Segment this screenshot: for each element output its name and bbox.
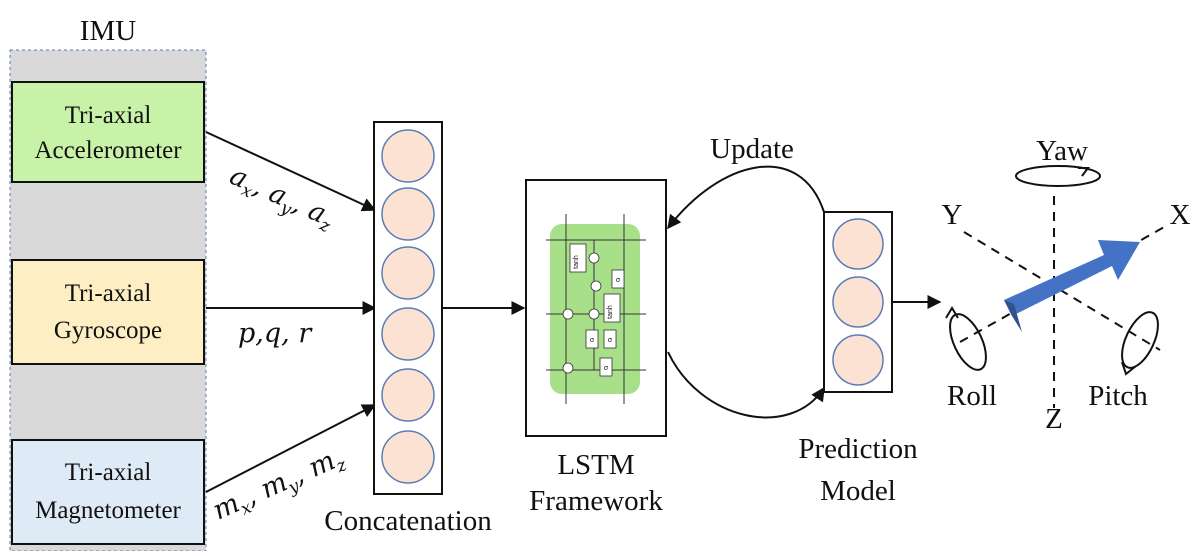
gyroscope-signal-label: p,q, r (238, 318, 313, 349)
pitch-rotation-icon (1121, 311, 1159, 369)
lstm-gate-tanh-2: tanh (607, 305, 614, 319)
concat-node (381, 187, 435, 241)
roll-arrowhead (945, 306, 959, 319)
yaw-arrowhead (1078, 167, 1090, 177)
prediction-node (832, 334, 884, 386)
prediction-node (832, 218, 884, 270)
heading-arrow (1004, 240, 1140, 316)
heading-arrow-shadow (1004, 300, 1022, 332)
z-axis-label: Z (1045, 403, 1063, 435)
lstm-gate-tanh-1: tanh (573, 255, 580, 269)
magnetometer-label-2: Magnetometer (35, 497, 181, 524)
magnetometer-arrow (205, 404, 377, 493)
gyroscope-label-1: Tri-axial (65, 280, 152, 307)
y-axis-label: Y (942, 199, 963, 231)
prediction-label-1: Prediction (798, 433, 918, 465)
concatenation-nodes (381, 129, 435, 484)
accelerometer-arrow (205, 131, 377, 212)
lstm-gate-sigma-1: σ (616, 277, 621, 284)
lstm-label-2: Framework (529, 485, 663, 517)
concat-node (381, 430, 435, 484)
accelerometer-box: Tri-axial Accelerometer (11, 81, 205, 183)
lstm-cell-diagram: tanh σ tanh σ σ σ (546, 214, 646, 404)
accelerometer-label-2: Accelerometer (34, 137, 182, 164)
roll-rotation-icon (949, 313, 987, 371)
concat-node (381, 129, 435, 183)
concat-node (381, 246, 435, 300)
concat-node (381, 307, 435, 361)
magnetometer-label-1: Tri-axial (65, 459, 152, 486)
yaw-label: Yaw (1036, 135, 1088, 167)
lstm-gate-sigma-4: σ (604, 365, 609, 372)
update-label: Update (710, 133, 794, 165)
pitch-label: Pitch (1088, 380, 1148, 412)
prediction-node (832, 276, 884, 328)
prediction-nodes (832, 218, 884, 386)
concat-node (381, 368, 435, 422)
lstm-label-1: LSTM (557, 449, 634, 481)
gyroscope-box: Tri-axial Gyroscope (11, 259, 205, 365)
imu-title: IMU (80, 15, 136, 47)
update-loop-bottom (667, 351, 825, 419)
x-axis-label: X (1170, 199, 1191, 231)
yaw-rotation-icon (1015, 165, 1101, 187)
prediction-label-2: Model (820, 475, 896, 507)
concatenation-label: Concatenation (324, 505, 492, 537)
magnetometer-box: Tri-axial Magnetometer (11, 439, 205, 545)
pitch-arrowhead (1121, 361, 1137, 376)
lstm-gate-sigma-2: σ (608, 337, 613, 344)
accelerometer-signal-label: ax, ay, az (224, 160, 340, 237)
attitude-axes (959, 196, 1167, 408)
accelerometer-label-1: Tri-axial (65, 102, 152, 129)
roll-label: Roll (947, 380, 997, 412)
gyroscope-label-2: Gyroscope (54, 317, 162, 344)
update-loop-top (667, 165, 825, 230)
lstm-gate-sigma-3: σ (590, 337, 595, 344)
